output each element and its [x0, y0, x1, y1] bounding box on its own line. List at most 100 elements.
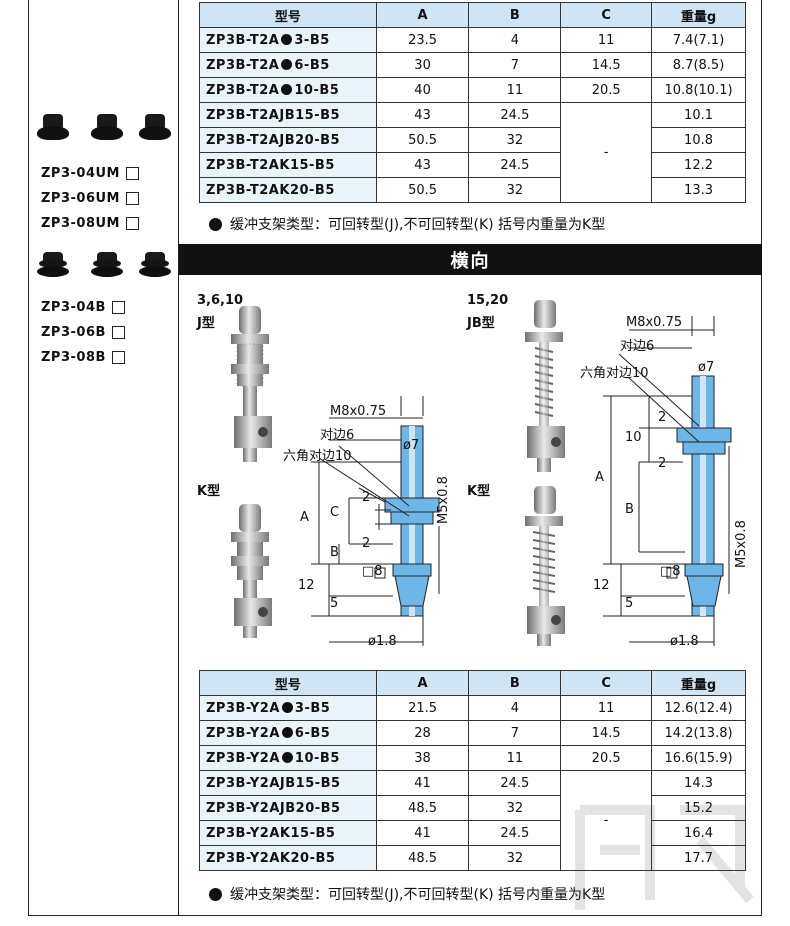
- model-option[interactable]: ZP3-08B: [41, 350, 125, 365]
- thread-label: M8x0.75: [330, 404, 387, 419]
- dim-a-label: A: [300, 510, 309, 525]
- table-row: ZP3B-Y2AK15-B5 41 24.5 16.4: [199, 820, 746, 846]
- cell-b: 24.5: [468, 820, 562, 846]
- cell-weight: 14.2(13.8): [651, 720, 746, 746]
- checkbox-icon[interactable]: [111, 351, 125, 364]
- model-option[interactable]: ZP3-08UM: [41, 216, 139, 231]
- note-top: 缓冲支架类型：可回转型(J),不可回转型(K) 括号内重量为K型: [207, 214, 605, 234]
- cell-weight: 7.4(7.1): [651, 27, 746, 53]
- table-row: ZP3B-T2AK15-B5 43 24.5 12.2: [199, 152, 746, 178]
- col-b: B: [468, 2, 562, 28]
- table-row: ZP3B-T2AJB15-B5 43 24.5 - 10.1: [199, 102, 746, 203]
- cell-a: 28: [375, 720, 470, 746]
- table-row: ZP3B-Y2AK20-B5 48.5 32 17.7: [199, 845, 746, 871]
- k-type-label: K型: [197, 484, 221, 499]
- page-frame: [28, 0, 762, 916]
- dim-10-label-right: 10: [625, 430, 642, 445]
- cell-c-merged: -: [560, 770, 653, 871]
- hex-label: 六角对边10: [283, 449, 352, 464]
- jb-type-label: JB型: [467, 316, 495, 331]
- column-divider: [178, 0, 179, 916]
- checkbox-icon[interactable]: [111, 326, 125, 339]
- bullet-icon: [209, 887, 222, 901]
- note-bottom: 缓冲支架类型：可回转型(J),不可回转型(K) 括号内重量为K型: [207, 884, 605, 904]
- bellows-cup-icon: [37, 250, 69, 280]
- dim-b-label-right: B: [625, 502, 634, 517]
- cell-a: 30: [375, 52, 470, 78]
- cell-b: 32: [468, 845, 562, 871]
- cell-b: 24.5: [468, 102, 562, 128]
- cell-c-merged: -: [560, 102, 653, 203]
- cell-c: 11: [560, 695, 653, 721]
- model-cell: ZP3B-T2AK15-B5: [199, 152, 377, 178]
- cell-b: 11: [468, 745, 562, 771]
- model-cell: ZP3B-Y2AJB15-B5: [199, 770, 377, 796]
- checkbox-icon[interactable]: [125, 217, 139, 230]
- model-cell: ZP3B-Y2AJB20-B5: [199, 795, 377, 821]
- col-b: B: [468, 670, 562, 696]
- dim-2-label-right: 2: [658, 410, 667, 425]
- m5-label: M5x0.8: [436, 476, 451, 524]
- bullet-icon: [281, 58, 293, 70]
- model-cell: ZP3B-T2AJB20-B5: [199, 127, 377, 153]
- model-cell: ZP3B-Y2AK20-B5: [199, 845, 377, 871]
- table-header-row: 型号 A B C 重量g: [199, 670, 746, 696]
- cell-weight: 17.7: [651, 845, 746, 871]
- section-banner: 横向: [179, 244, 762, 275]
- cell-c: 20.5: [560, 745, 653, 771]
- dimension-diagram: [231, 300, 732, 646]
- dim-2b-label: 2: [362, 536, 371, 551]
- dim-c-label: C: [330, 505, 340, 520]
- cell-weight: 12.2: [651, 152, 746, 178]
- model-option[interactable]: ZP3-04B: [41, 300, 125, 315]
- cell-a: 48.5: [375, 795, 470, 821]
- dia7-label: ø7: [403, 438, 420, 453]
- drawing-left: [311, 396, 440, 646]
- cell-a: 41: [375, 820, 470, 846]
- bullet-icon: [281, 33, 293, 45]
- cell-a: 21.5: [375, 695, 470, 721]
- model-option[interactable]: ZP3-04UM: [41, 166, 139, 181]
- j-type-photo: [231, 306, 272, 462]
- cell-weight: 8.7(8.5): [651, 52, 746, 78]
- col-c: C: [560, 2, 653, 28]
- sq8-label: □8: [362, 564, 383, 579]
- checkbox-icon[interactable]: [111, 301, 125, 314]
- cell-a: 40: [375, 77, 470, 103]
- model-option[interactable]: ZP3-06UM: [41, 191, 139, 206]
- flats-label: 对边6: [320, 428, 355, 443]
- cell-a: 48.5: [375, 845, 470, 871]
- thread-label-right: M8x0.75: [626, 315, 683, 330]
- checkbox-icon[interactable]: [125, 167, 139, 180]
- dim-5-label: 5: [330, 596, 339, 611]
- cell-b: 32: [468, 795, 562, 821]
- col-weight: 重量g: [651, 670, 746, 696]
- bellows-cup-icon: [91, 250, 123, 280]
- bullet-icon: [281, 751, 293, 763]
- dim-2-label: 2: [362, 490, 371, 505]
- cell-b: 4: [468, 695, 562, 721]
- dim-12-label: 12: [298, 578, 315, 593]
- cell-a: 50.5: [375, 177, 470, 203]
- dim-a-label-right: A: [595, 470, 604, 485]
- model-option[interactable]: ZP3-06B: [41, 325, 125, 340]
- dia7-label-right: ø7: [698, 360, 715, 375]
- cell-a: 41: [375, 770, 470, 796]
- k-type-photo-right: [525, 486, 565, 646]
- cell-a: 23.5: [375, 27, 470, 53]
- cell-b: 7: [468, 52, 562, 78]
- table-row: ZP3B-T2AJB20-B5 50.5 32 10.8: [199, 127, 746, 153]
- k-type-label-right: K型: [467, 484, 491, 499]
- b-cups-image: [37, 250, 171, 280]
- flats-label-right: 对边6: [620, 339, 655, 354]
- checkbox-icon[interactable]: [125, 192, 139, 205]
